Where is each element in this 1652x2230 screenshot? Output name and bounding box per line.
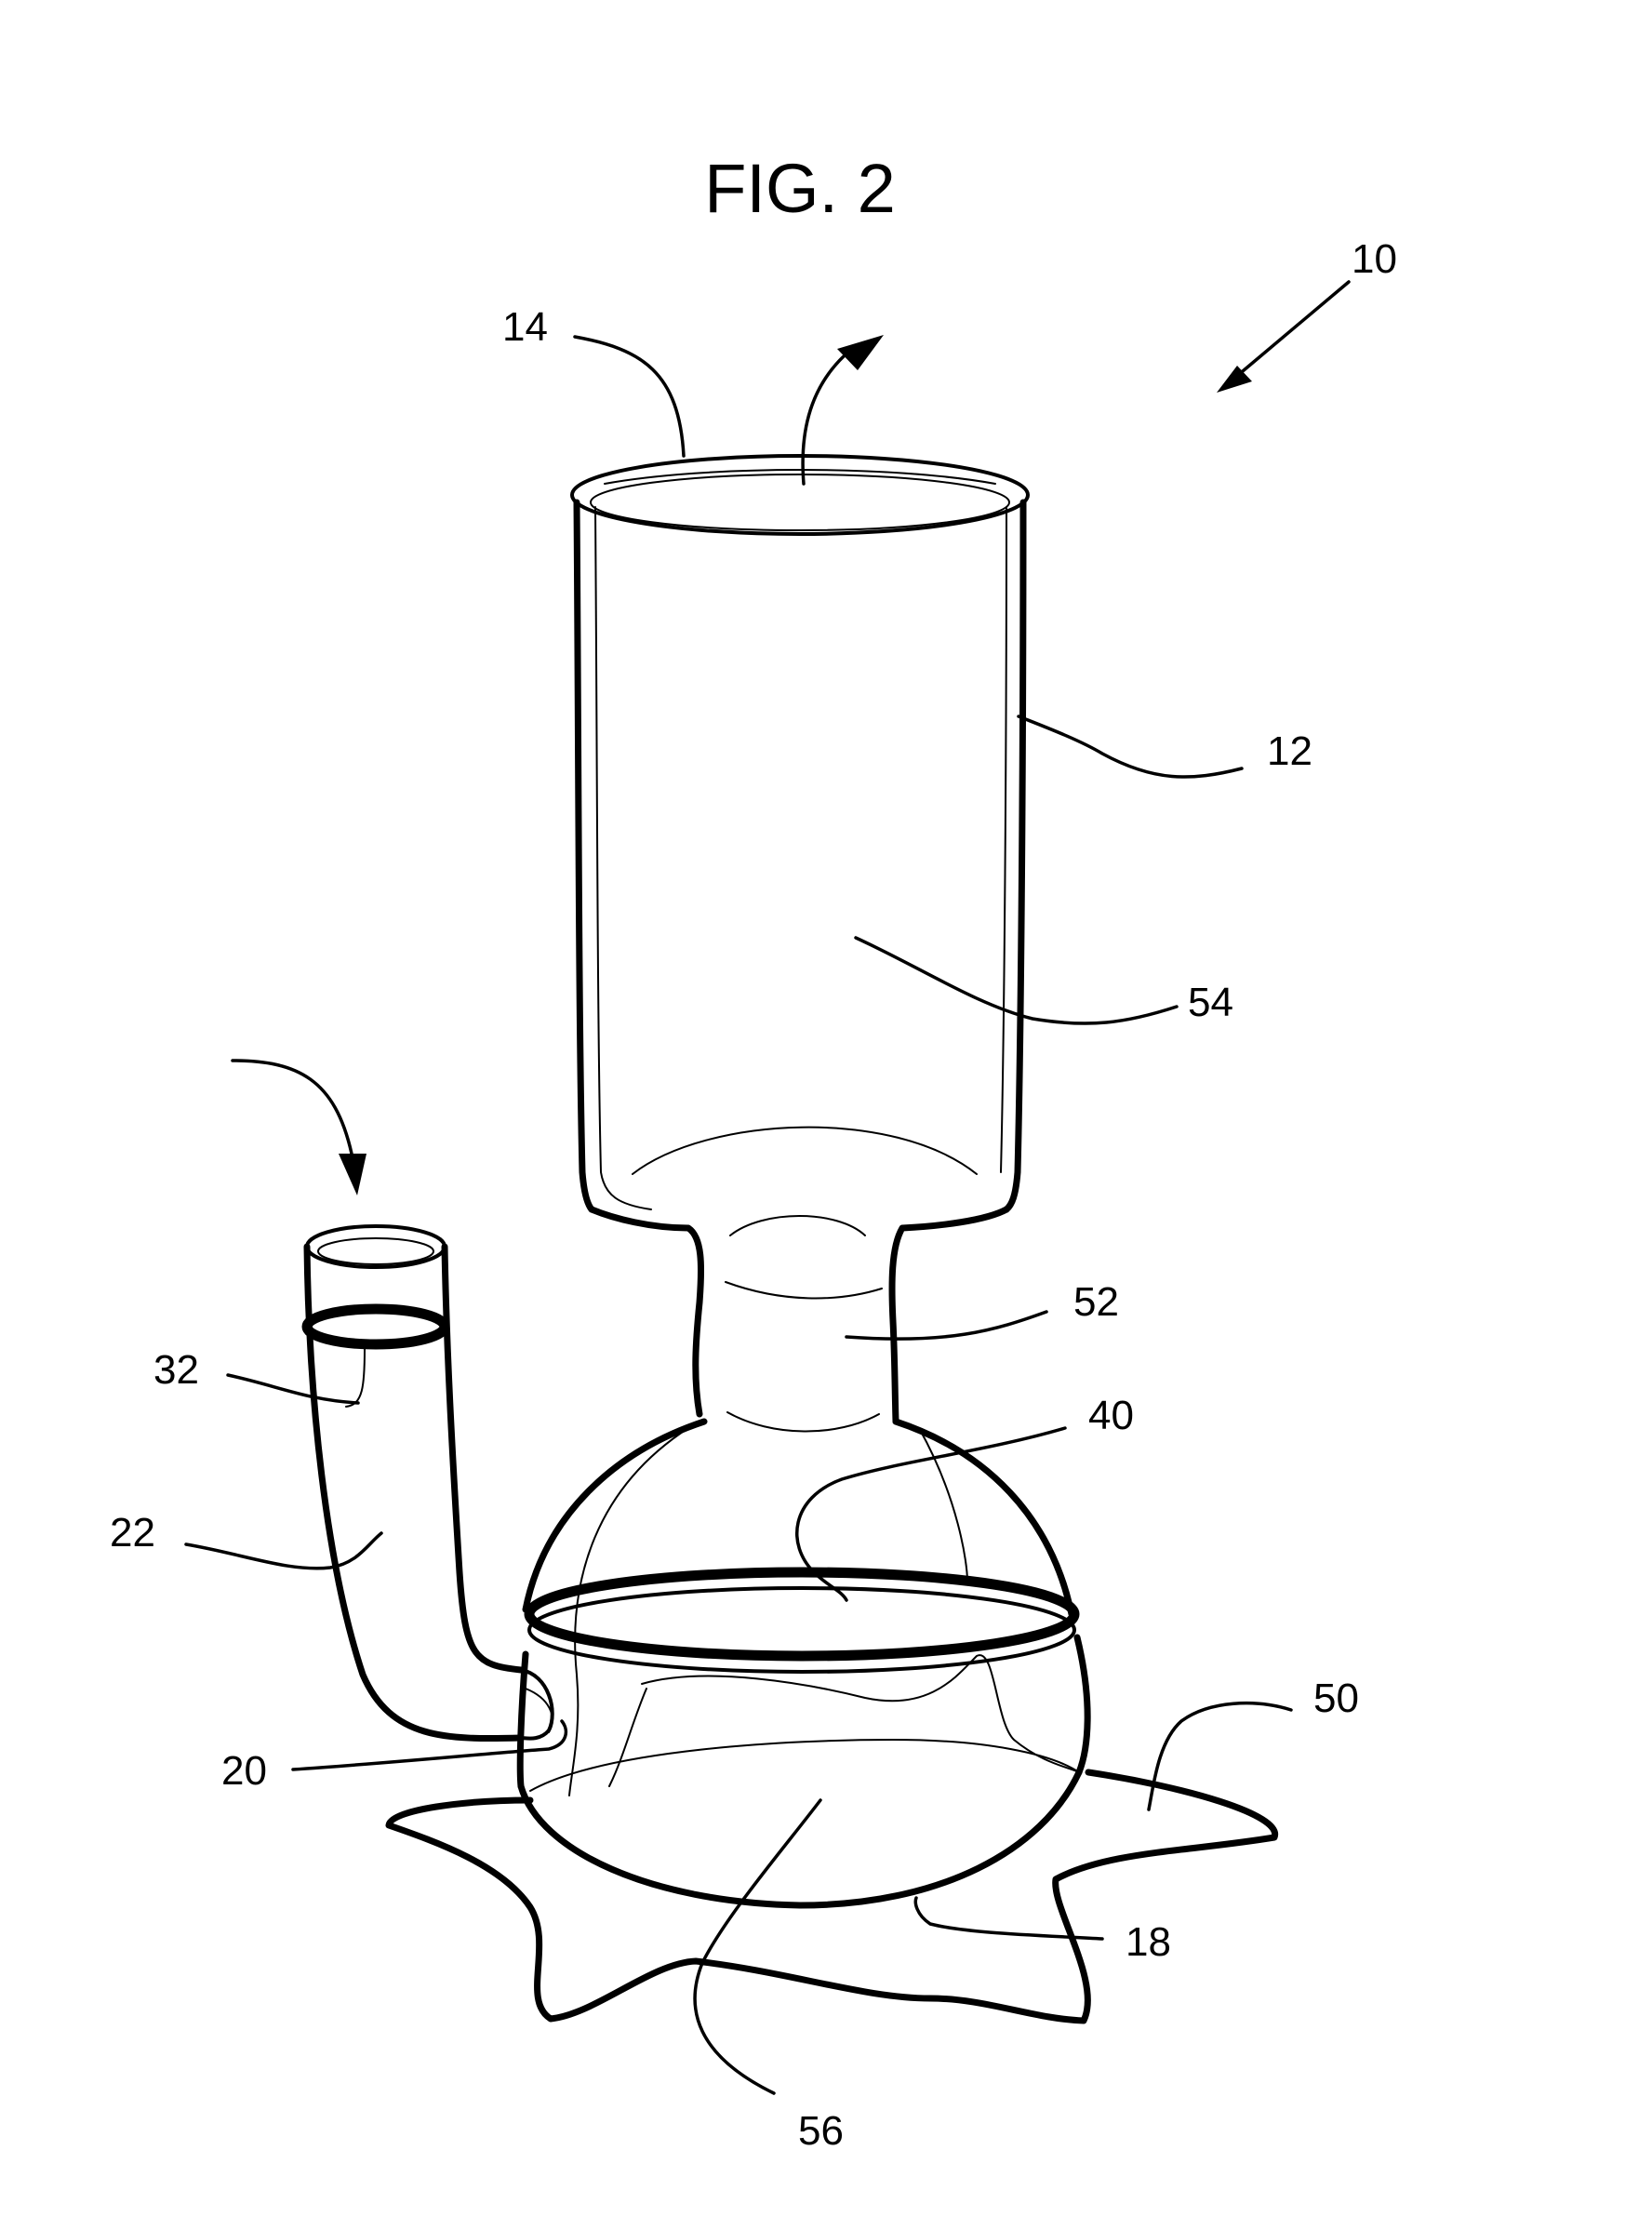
leader-22 <box>184 1531 383 1570</box>
ref-label-22: 22 <box>110 1510 155 1556</box>
ref-label-52: 52 <box>1073 1279 1119 1325</box>
leader-50 <box>1147 1701 1293 1811</box>
leader-12 <box>1017 714 1244 779</box>
neck-section <box>588 1206 1010 1433</box>
base-outline <box>385 1769 1278 2024</box>
leader-52 <box>845 1310 1048 1341</box>
assembly-arrow-10 <box>1217 280 1351 393</box>
outlet-arrow <box>801 335 884 486</box>
ref-label-54: 54 <box>1188 980 1233 1025</box>
downstem-tube <box>303 1224 554 1743</box>
leader-32 <box>226 1373 360 1405</box>
ref-label-32: 32 <box>153 1347 199 1393</box>
leader-54 <box>854 936 1179 1025</box>
intake-arrow <box>231 1059 366 1195</box>
ref-label-12: 12 <box>1267 728 1312 774</box>
ref-label-50: 50 <box>1313 1676 1359 1721</box>
ref-label-40: 40 <box>1088 1393 1134 1438</box>
ring-band-40 <box>524 1567 1080 1674</box>
leader-40 <box>795 1426 1067 1602</box>
bulb-chamber <box>516 1418 1091 1909</box>
leader-20 <box>291 1719 568 1771</box>
leader-18 <box>913 1896 1104 1941</box>
figure-title: FIG. 2 <box>704 150 896 227</box>
main-tube <box>570 454 1030 1213</box>
o-ring-32 <box>301 1303 450 1350</box>
ref-label-18: 18 <box>1126 1919 1171 1965</box>
ref-label-10: 10 <box>1352 236 1397 282</box>
ref-label-14: 14 <box>502 304 548 350</box>
ref-label-56: 56 <box>798 2108 844 2154</box>
leader-14 <box>573 335 686 458</box>
leader-56 <box>693 1798 822 2095</box>
ref-label-20: 20 <box>221 1748 267 1794</box>
